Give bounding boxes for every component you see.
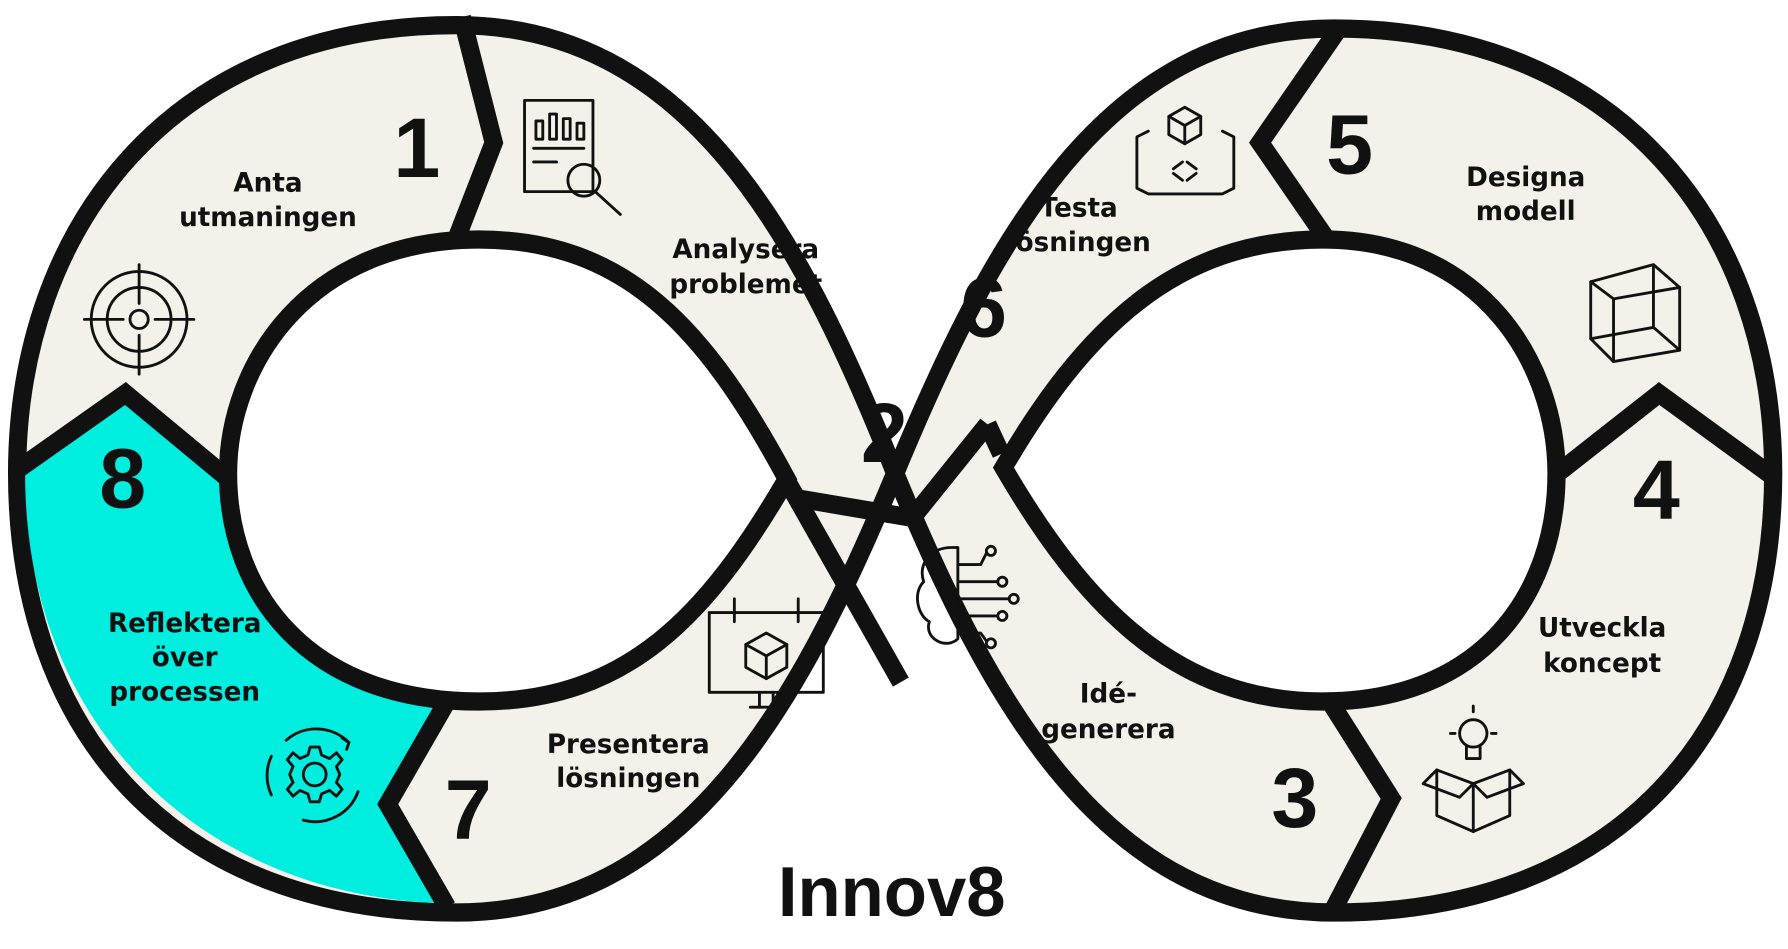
step-5-number: 5 (1326, 97, 1373, 191)
step-5-label-line2: modell (1476, 197, 1576, 227)
step-4-label-line1: Utveckla (1538, 613, 1666, 643)
step-8-label-line1: Reflektera (108, 609, 262, 639)
blueprint-cube-icon (1135, 105, 1236, 196)
step-1-number: 1 (393, 101, 440, 195)
step-7-number: 7 (445, 762, 492, 856)
step-7-label-line1: Presentera (547, 730, 710, 760)
step-2-label-line2: problemet (669, 270, 822, 300)
step-1-label-line2: utmaningen (179, 203, 357, 233)
wireframe-cube-icon (1589, 263, 1682, 364)
target-icon (82, 263, 196, 376)
report-magnifier-icon (523, 98, 622, 216)
step-4-number: 4 (1633, 443, 1680, 537)
step-6-number: 6 (960, 260, 1007, 354)
step-5-label-line1: Designa (1466, 163, 1585, 193)
step-8-number: 8 (99, 432, 146, 526)
diagram-title: Innov8 (778, 852, 1006, 931)
step-6-label-line2: lösningen (1007, 228, 1151, 258)
step-1-label-line1: Anta (233, 169, 302, 199)
step-8-label-line2: över (152, 643, 218, 673)
step-7-label-line2: lösningen (556, 764, 700, 794)
gear-cycle-icon (265, 727, 360, 824)
step-6-label-line1: Testa (1040, 194, 1118, 224)
step-dividers (11, 14, 1779, 917)
step-4-label-line2: koncept (1543, 649, 1661, 679)
lightbulb-box-icon (1421, 704, 1525, 833)
step-2-number: 2 (861, 386, 908, 480)
step-8-label-line3: processen (109, 677, 260, 707)
step-3-number: 3 (1271, 751, 1318, 845)
step-3-label-line1: Idé- (1080, 680, 1137, 710)
step-2-label-line1: Analysera (672, 235, 819, 265)
step-3-label-line2: generera (1041, 715, 1175, 745)
brain-circuit-icon (916, 544, 1020, 650)
presentation-board-icon (707, 597, 825, 709)
